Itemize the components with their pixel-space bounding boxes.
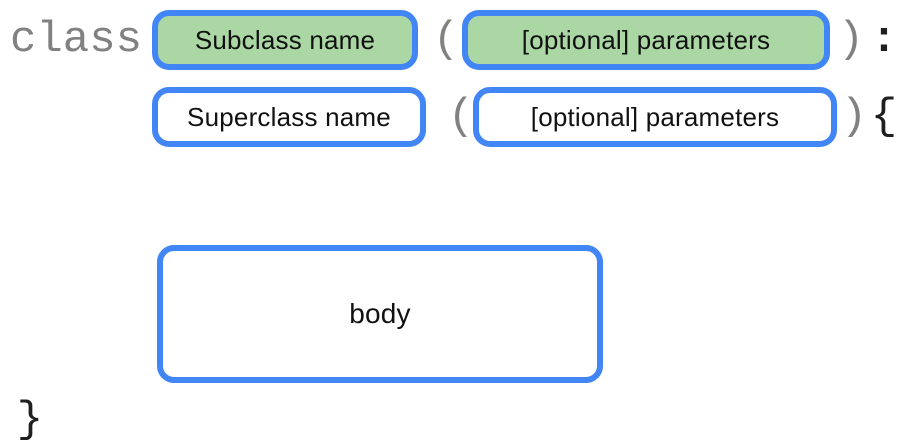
line1-close-paren: ) xyxy=(837,15,865,65)
superclass-name-box: Superclass name xyxy=(152,87,426,147)
line1-open-paren: ( xyxy=(432,15,460,65)
superclass-name-label: Superclass name xyxy=(187,101,391,132)
body-label: body xyxy=(349,298,411,329)
subclass-name-label: Subclass name xyxy=(194,24,376,55)
line2-parameters-label: [optional] parameters xyxy=(530,101,780,132)
line2-close-paren: ) xyxy=(840,92,868,142)
class-keyword: class xyxy=(10,15,143,65)
line1-parameters-box: [optional] parameters xyxy=(462,10,830,70)
body-box: body xyxy=(157,245,603,383)
subclass-name-box: Subclass name xyxy=(152,10,418,70)
line1-parameters-label: [optional] parameters xyxy=(521,24,771,55)
line2-open-paren: ( xyxy=(447,92,475,142)
line2-open-brace: { xyxy=(870,92,898,142)
line2-parameters-box: [optional] parameters xyxy=(473,87,837,147)
close-brace: } xyxy=(16,395,44,445)
line1-colon: : xyxy=(870,15,898,65)
